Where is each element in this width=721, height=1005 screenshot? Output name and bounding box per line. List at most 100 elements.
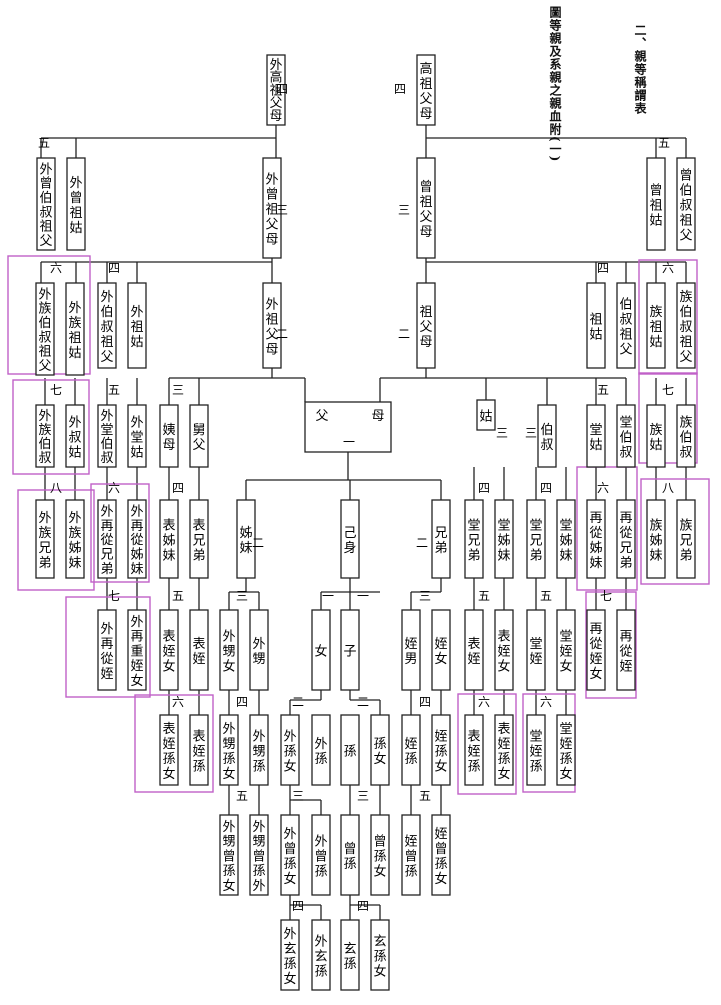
relation-label: 曾伯叔祖父 [679,169,692,244]
relation-box [676,404,696,468]
relation-box [262,282,282,369]
relation-label: 外叔姑 [68,416,81,461]
relation-node-bzs: 表姪孫 [189,714,209,786]
degree-label: 六 [540,695,552,709]
relation-label: 外再重姪女 [130,615,143,689]
relation-box [36,157,56,251]
relation-box [340,609,360,691]
relation-label: 外曾孫 [314,835,327,880]
relation-box [676,282,696,369]
relation-node-bs: 伯叔三 [525,404,557,468]
relation-box [97,609,117,691]
relation-label: 表姪孫 [192,730,205,775]
degree-label: 五 [478,589,490,603]
relation-label: 族姑 [649,422,662,453]
relation-box [537,404,557,468]
relation-label: 表姪 [192,637,205,667]
relation-box [526,499,546,579]
relation-box [340,919,360,991]
relation-label: 子 [343,645,356,660]
degree-label: 四 [478,481,490,495]
relation-label: 堂姊妹 [497,519,510,564]
relation-label: 堂兄弟 [467,519,480,564]
degree-label: 一 [343,435,355,449]
relation-label: 堂兄弟 [529,519,542,564]
relation-node-wzzg: 外族祖姑 [65,282,85,376]
relation-box [431,714,451,786]
degree-label: 四 [540,481,552,495]
relation-box [249,814,269,896]
degree-label: 二 [398,327,410,341]
relation-label: 表兄弟 [192,519,205,564]
relation-label: 族伯叔 [679,415,692,461]
relation-node-zxd3: 族兄弟 [676,499,696,579]
relation-node-wzs: 外曾孫 [311,814,331,896]
degree-label: 七 [662,383,674,397]
relation-box [646,404,666,468]
relation-node-zg: 祖姑 四 [586,261,609,369]
relation-node-zhn: 姪男三 [401,589,431,691]
relation-node-zhnv: 姪女 [431,609,451,691]
relation-label: 外堂姑 [130,416,143,461]
relation-label: 外堂伯叔 [100,409,113,466]
relation-node-wss: 外甥孫 [249,714,269,786]
relation-label: 父 [315,409,328,424]
relation-box [431,814,451,896]
relation-box [464,714,484,786]
relation-box [556,609,576,691]
relation-box [370,919,390,991]
relation-box [616,282,636,369]
relation-label: 堂姪 [529,637,542,667]
relation-node-wzzm: 外族姊妹 [65,499,85,579]
relation-label: 再從姊妹 [589,511,602,571]
relation-box [127,404,147,468]
relation-box [676,499,696,579]
relation-node-zcxd: 再從兄弟 [616,499,636,579]
relation-box [401,714,421,786]
degree-label: 四 [597,261,609,275]
relation-label: 外曾祖父母 [265,173,278,248]
highlight-box [576,466,638,591]
relation-box [464,499,484,579]
relation-label: 外曾祖姑 [69,176,82,236]
relation-label: 外玄孫女 [283,927,296,987]
relation-node-wzczm: 外再從姊妹 [127,499,147,579]
degree-label: 四 [108,261,120,275]
relation-box [35,499,55,579]
relation-label: 伯叔 [540,423,553,453]
relation-box [189,714,209,786]
relation-box [189,499,209,579]
relation-label: 姪曾孫女 [434,827,447,887]
relation-label: 祖姑 [589,313,602,343]
relation-label: 玄孫女 [373,935,386,980]
relation-node-tzhsn: 堂姪孫女 [556,714,576,786]
relation-box [586,404,606,468]
relation-label: 孫 [343,745,356,760]
relation-label: 曾祖父母 [419,180,432,240]
relation-label: 族姊妹 [649,518,662,564]
relation-box [219,609,239,691]
relation-box [646,282,666,369]
relation-label: 外甥女 [222,630,235,675]
relation-label: 姪女 [434,637,447,667]
relation-node-zg3: 族姑 七 [646,383,674,468]
relation-label: 外族姊妹 [68,511,81,571]
relation-box [370,814,390,896]
relation-node-tzhn: 堂姪女 [556,609,576,691]
relation-node-fm: 父母一 [304,401,392,453]
relation-node-tzm2: 堂姊妹 [556,499,576,579]
relation-box [65,499,85,579]
relation-label: 外甥孫 [252,730,265,775]
degree-label: 五 [38,136,50,150]
relation-label: 外族祖姑 [68,301,81,361]
highlight-box [457,693,517,795]
relation-label: 外甥曾孫女 [222,820,235,894]
